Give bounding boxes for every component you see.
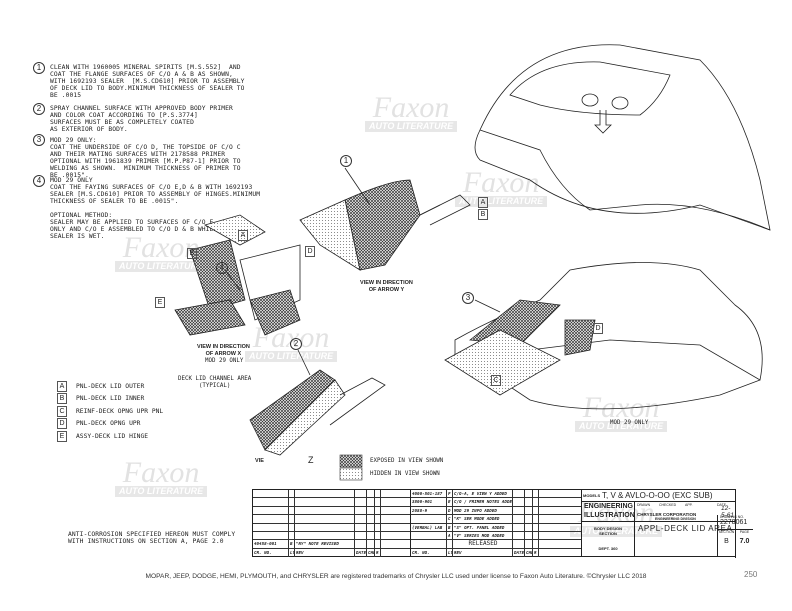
section-name: BODY DESIGN SECTION bbox=[594, 526, 622, 536]
drawing-number: 2278061 bbox=[718, 519, 753, 530]
models-value: T, V & AVLO-O-OO (EXC SUB) bbox=[602, 491, 713, 500]
legend-item: D PNL-DECK OPNG UPR bbox=[57, 418, 163, 431]
illustration-label: ILLUSTRATION bbox=[584, 512, 635, 519]
drawn-label: DRAWN bbox=[637, 503, 651, 507]
callout-3: 3 bbox=[462, 292, 474, 304]
legend-label: ASSY-DECK LID HINGE bbox=[76, 432, 149, 440]
engineering-label: ENGINEERING bbox=[584, 503, 634, 510]
drawing-no-label: DRAWING NO. bbox=[720, 515, 744, 519]
note-4: MOD 29 ONLY COAT THE FAYING SURFACES OF … bbox=[50, 177, 261, 240]
part-letter-b: B bbox=[478, 208, 488, 220]
page-value: 7.0 bbox=[739, 538, 750, 545]
section-label: SECTION bbox=[718, 530, 735, 534]
part-letter-b: B bbox=[187, 247, 197, 259]
date-value: 12-5-61 bbox=[721, 505, 735, 519]
note-2: SPRAY CHANNEL SURFACE WITH APPROVED BODY… bbox=[50, 105, 233, 133]
part-letter-d: D bbox=[305, 245, 315, 257]
legend-label: PNL-DECK LID INNER bbox=[76, 395, 145, 403]
callout-1: 1 bbox=[340, 155, 352, 167]
part-letter-c: C bbox=[491, 374, 501, 386]
legend-item: A PNL-DECK LID OUTER bbox=[57, 380, 163, 393]
drawing-title: APPL-DECK LID AREA bbox=[638, 524, 733, 533]
part-letter-a: A bbox=[478, 196, 488, 208]
section-value: B bbox=[724, 538, 729, 545]
legend-label: PNL-DECK OPNG UPR bbox=[76, 420, 141, 428]
part-letter-d: D bbox=[593, 322, 603, 334]
callout-4: 4 bbox=[216, 262, 228, 274]
channel-label: DECK LID CHANNEL AREA (TYPICAL) bbox=[178, 376, 252, 389]
company-name: CHRYSLER CORPORATION bbox=[637, 512, 697, 517]
legend-item: C REINF-DECK OPNG UPR PNL bbox=[57, 405, 163, 418]
hidden-legend: HIDDEN IN VIEW SHOWN bbox=[370, 471, 440, 477]
drawing-info: MODELS T, V & AVLO-O-OO (EXC SUB) ENGINE… bbox=[582, 490, 753, 558]
models-label: MODELS bbox=[583, 493, 601, 498]
legend-key: D bbox=[57, 418, 67, 430]
app-label: APP. bbox=[685, 503, 693, 507]
division-name: ENGINEERING DIVISION bbox=[655, 517, 696, 521]
anti-corrosion-note: ANTI-CORROSION SPECIFIED HEREON MUST COM… bbox=[68, 531, 236, 545]
part-letter-a: A bbox=[238, 229, 248, 241]
callout-2: 2 bbox=[290, 338, 302, 350]
legend-label: PNL-DECK LID OUTER bbox=[76, 382, 145, 390]
note-3: MOD 29 ONLY: COAT THE UNDERSIDE OF C/O D… bbox=[50, 137, 241, 179]
released-label: RELEASED bbox=[453, 540, 513, 548]
checked-label: CHECKED bbox=[659, 503, 677, 507]
legend-key: C bbox=[57, 405, 67, 417]
page-number: 250 bbox=[744, 570, 758, 579]
legend-key: B bbox=[57, 393, 67, 405]
view-y-label: VIEW IN DIRECTION OF ARROW Y bbox=[360, 280, 413, 293]
legend-key: E bbox=[57, 430, 67, 442]
note-number: 3 bbox=[33, 134, 45, 146]
legend-item: E ASSY-DECK LID HINGE bbox=[57, 430, 163, 443]
revision-header: CR. NO.LTRREVDATECHECKR bbox=[253, 548, 410, 558]
view-x-label: VIEW IN DIRECTION OF ARROW X bbox=[197, 344, 250, 357]
mod29-car-label: MOD 29 ONLY bbox=[610, 420, 649, 426]
mod29-label: MOD 29 ONLY bbox=[205, 358, 244, 364]
revision-row: A"V" SERIES MOD ADDED bbox=[411, 531, 581, 541]
page-label: PAGE bbox=[739, 530, 750, 534]
note-number: 2 bbox=[33, 103, 45, 115]
note-number: 4 bbox=[33, 175, 45, 187]
revision-row: C"K" SER MODE ADDED bbox=[411, 515, 581, 524]
view-label: VIE bbox=[255, 458, 264, 464]
part-letter-e: E bbox=[155, 296, 165, 308]
date-label: DATE bbox=[717, 503, 727, 507]
exposed-legend: EXPOSED IN VIEW SHOWN bbox=[370, 458, 444, 464]
legend-item: B PNL-DECK LID INNER bbox=[57, 393, 163, 406]
legend-key: A bbox=[57, 380, 67, 392]
legend-label: REINF-DECK OPNG UPR PNL bbox=[76, 407, 164, 415]
dept-label: DEPT. 360 bbox=[598, 546, 618, 551]
trademark-footer: MOPAR, JEEP, DODGE, HEMI, PLYMOUTH, and … bbox=[145, 573, 647, 580]
note-1: CLEAN WITH 1960005 MINERAL SPIRITS [M.S.… bbox=[50, 64, 245, 99]
view-z-label: Z bbox=[308, 455, 314, 465]
note-number: 1 bbox=[33, 62, 45, 74]
